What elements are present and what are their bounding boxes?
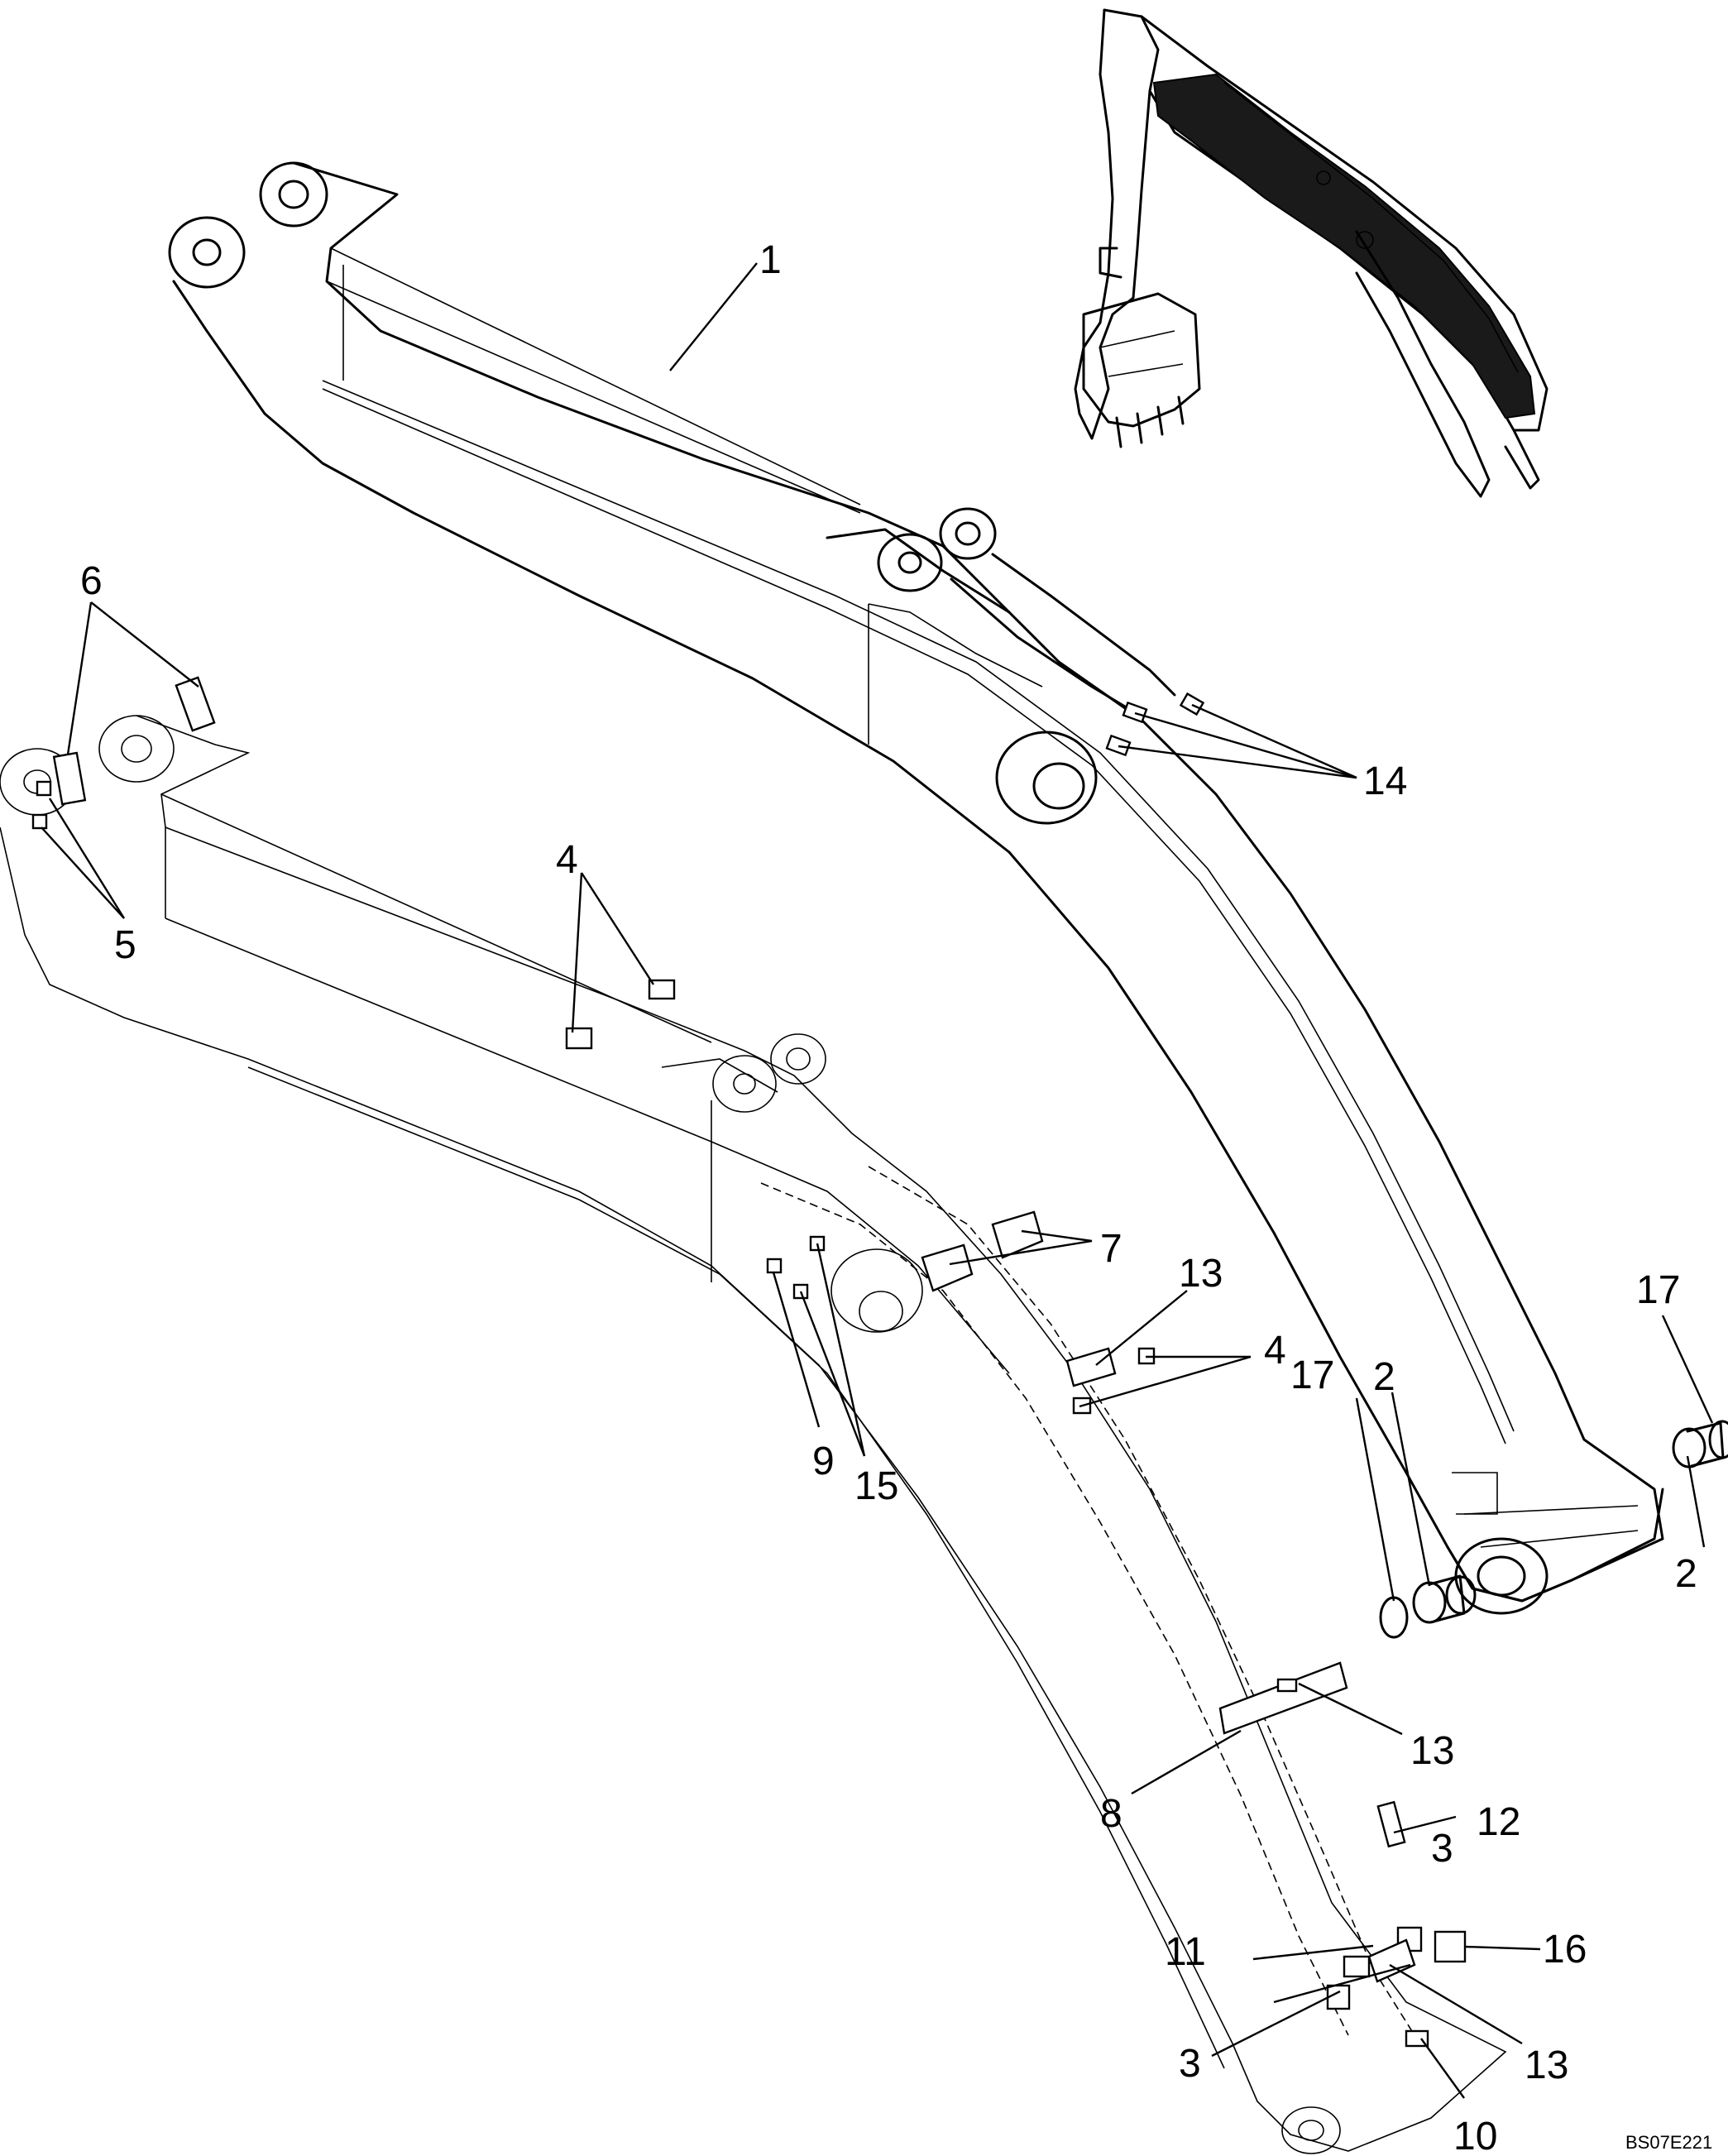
callout-4: 4 bbox=[556, 838, 578, 882]
callout-5: 5 bbox=[114, 923, 136, 967]
callout-labels: 1 2 2 3 3 4 4 5 6 7 8 9 10 11 12 13 13 1… bbox=[80, 238, 1697, 2156]
drawing-code: BS07E221 bbox=[1625, 2132, 1712, 2153]
callout-17: 17 bbox=[1290, 1353, 1334, 1397]
callout-17: 17 bbox=[1636, 1268, 1680, 1312]
callout-1: 1 bbox=[759, 238, 782, 282]
callout-11: 11 bbox=[1165, 1930, 1206, 1974]
upper-boom bbox=[168, 161, 1664, 1615]
callout-16: 16 bbox=[1543, 1928, 1587, 1972]
callout-7: 7 bbox=[1100, 1227, 1122, 1271]
leader-lines bbox=[41, 262, 1714, 2099]
callout-12: 12 bbox=[1477, 1800, 1520, 1844]
excavator-inset-illustration bbox=[1074, 8, 1548, 498]
callout-15: 15 bbox=[854, 1464, 898, 1508]
callout-14: 14 bbox=[1363, 759, 1407, 803]
callout-3: 3 bbox=[1179, 2042, 1201, 2086]
lower-boom bbox=[0, 676, 1507, 2154]
callout-13: 13 bbox=[1179, 1252, 1223, 1296]
callout-8: 8 bbox=[1100, 1792, 1122, 1836]
callout-9: 9 bbox=[812, 1440, 835, 1483]
callout-6: 6 bbox=[80, 559, 103, 603]
callout-2: 2 bbox=[1675, 1552, 1697, 1596]
bushings bbox=[1379, 1420, 1728, 1639]
callout-13: 13 bbox=[1410, 1729, 1454, 1773]
callout-10: 10 bbox=[1453, 2115, 1497, 2156]
callout-2: 2 bbox=[1373, 1355, 1395, 1399]
callout-4: 4 bbox=[1264, 1329, 1286, 1373]
callout-13: 13 bbox=[1525, 2043, 1568, 2087]
callout-3: 3 bbox=[1431, 1827, 1453, 1871]
